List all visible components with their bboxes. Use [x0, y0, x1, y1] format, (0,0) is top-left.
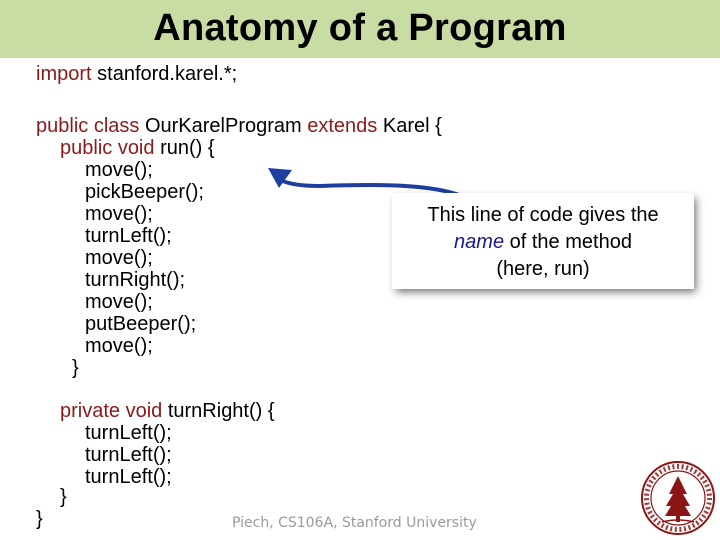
class-keyword: public class	[36, 115, 140, 137]
callout-line-2-rest: of the method	[504, 231, 632, 253]
method-name-callout: This line of code gives the name of the …	[393, 194, 693, 288]
class-declaration-rest: Karel {	[377, 115, 442, 137]
slide-title: Anatomy of a Program	[153, 7, 567, 49]
run-body-line: turnRight();	[85, 269, 186, 291]
run-method-line: public void run() {	[60, 137, 215, 159]
import-text: stanford.karel.*;	[91, 63, 238, 85]
extends-keyword: extends	[307, 115, 378, 137]
turnright-method-line: private void turnRight() {	[60, 400, 275, 422]
run-close-brace: }	[72, 357, 79, 379]
run-body-line: move();	[85, 159, 153, 181]
run-body-line: turnLeft();	[85, 225, 172, 247]
slide-footer: Piech, CS106A, Stanford University	[232, 515, 477, 531]
callout-name-word: name	[454, 231, 505, 253]
run-body-line: move();	[85, 247, 153, 269]
callout-line-3: (here, run)	[496, 258, 590, 280]
turnright-method-keyword: private void	[60, 400, 163, 422]
callout-line-2: name of the method	[393, 229, 693, 256]
callout-line-1: This line of code gives the	[427, 204, 659, 226]
title-bar	[0, 0, 720, 58]
run-method-keyword: public void	[60, 137, 155, 159]
class-close-brace: }	[36, 508, 43, 530]
turnright-body-line: turnLeft();	[85, 466, 172, 488]
turnright-close-brace: }	[60, 486, 67, 508]
turnright-method-signature: turnRight() {	[162, 400, 275, 422]
import-keyword: import	[36, 63, 92, 85]
run-method-signature: run() {	[154, 137, 215, 159]
run-body-line: move();	[85, 335, 153, 357]
class-name: OurKarelProgram	[139, 115, 308, 137]
turnright-body-line: turnLeft();	[85, 444, 172, 466]
run-body-line: move();	[85, 203, 153, 225]
class-declaration-line: public class OurKarelProgram extends Kar…	[36, 115, 442, 137]
import-line: import stanford.karel.*;	[36, 63, 237, 85]
turnright-body-line: turnLeft();	[85, 422, 172, 444]
run-body-line: putBeeper();	[85, 313, 197, 335]
stanford-seal-icon	[641, 461, 715, 535]
run-body-line: move();	[85, 291, 153, 313]
run-body-line: pickBeeper();	[85, 181, 204, 203]
